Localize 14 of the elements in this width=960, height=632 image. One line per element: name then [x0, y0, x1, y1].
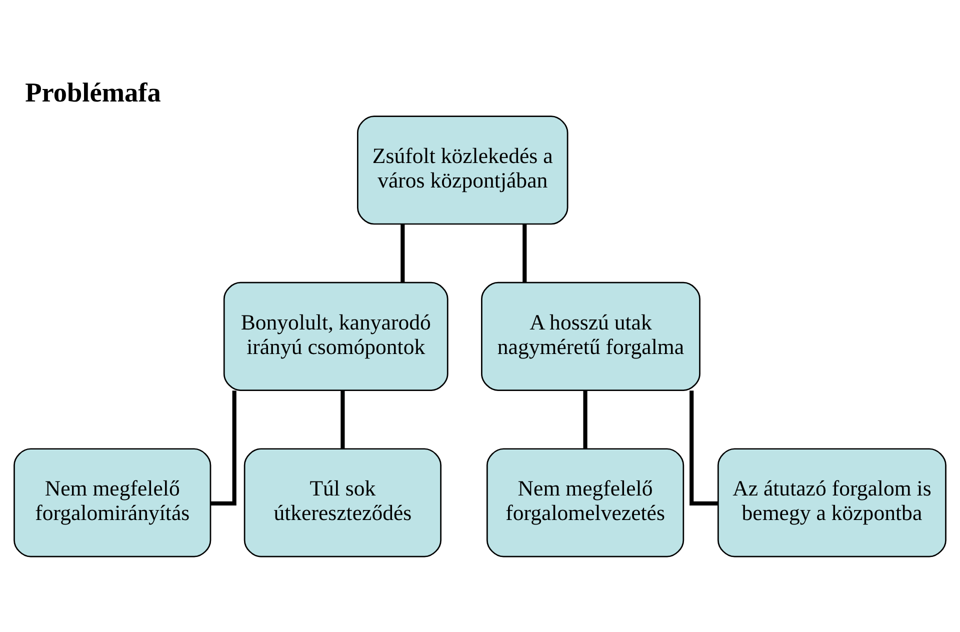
connector: [400, 224, 405, 282]
connector: [522, 224, 527, 282]
node-box: Zsúfolt közlekedés a város központjában: [357, 116, 568, 225]
connector: [690, 390, 718, 506]
connector: [583, 390, 588, 448]
node-box: A hosszú utak nagyméretű forgalma: [481, 282, 700, 391]
connector: [340, 390, 345, 448]
node-box: Bonyolult, kanyarodó irányú csomópontok: [223, 282, 448, 391]
diagram-title: Problémafa: [25, 77, 161, 108]
node-box: Nem megfelelő forgalomirányítás: [14, 448, 212, 558]
node-box: Túl sok útkereszteződés: [244, 448, 442, 558]
node-box: Az átutazó forgalom is bemegy a központba: [717, 448, 946, 558]
node-box: Nem megfelelő forgalomelvezetés: [486, 448, 684, 558]
connector: [210, 390, 236, 506]
